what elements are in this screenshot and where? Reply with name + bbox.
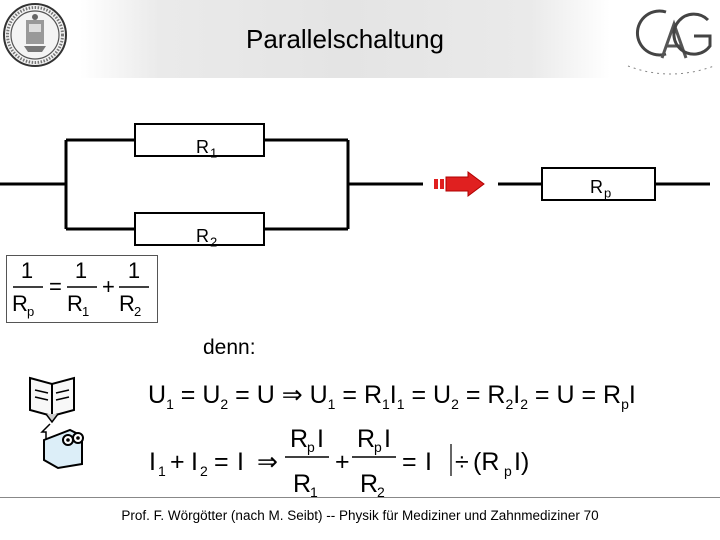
reading-person-icon (29, 376, 84, 470)
svg-text:+: + (102, 274, 115, 299)
svg-text:p: p (504, 463, 512, 479)
r2-label: R2 (196, 226, 219, 250)
svg-text:2: 2 (200, 463, 208, 479)
svg-text:R: R (67, 291, 83, 316)
svg-text:I: I (425, 448, 432, 476)
svg-text:+: + (335, 448, 350, 476)
resistor-r1 (134, 123, 265, 157)
slide-title: Parallelschaltung (245, 24, 444, 54)
svg-text:I: I (317, 425, 324, 453)
university-seal-icon (3, 3, 67, 67)
svg-text:I: I (191, 448, 198, 476)
svg-text:2: 2 (134, 304, 141, 319)
footer-text: Prof. F. Wörgötter (nach M. Seibt) -- Ph… (121, 508, 599, 523)
parallel-formula-box: 1 R p = 1 R 1 + 1 R 2 (6, 255, 158, 323)
parallel-circuit (0, 138, 710, 231)
svg-text:I: I (149, 448, 156, 476)
parallel-formula: 1 R p = 1 R 1 + 1 R 2 (12, 258, 149, 319)
svg-text:1: 1 (75, 258, 87, 283)
svg-text:R: R (360, 470, 378, 498)
svg-text:R: R (290, 425, 308, 453)
svg-text:÷: ÷ (455, 448, 469, 476)
r1-label: R1 (196, 137, 219, 161)
svg-text:I: I (237, 448, 244, 476)
svg-text:I: I (384, 425, 391, 453)
svg-text:1: 1 (21, 258, 33, 283)
equivalence-arrow-icon (434, 171, 485, 197)
equation-voltages: U1 = U2 = U ⇒ U1 = R1I1 = U2 = R2I2 = U … (148, 381, 636, 412)
institute-logo-icon (627, 9, 715, 75)
denn-label: denn: (203, 336, 256, 359)
svg-text:1: 1 (128, 258, 140, 283)
svg-text:R: R (357, 425, 375, 453)
svg-text:p: p (307, 439, 315, 455)
svg-text:1: 1 (158, 463, 166, 479)
svg-text:1: 1 (82, 304, 89, 319)
title-band (80, 0, 610, 78)
svg-text:R: R (293, 470, 311, 498)
resistor-r2 (134, 212, 265, 246)
svg-text:⇒: ⇒ (257, 448, 278, 476)
svg-text:+: + (170, 448, 185, 476)
svg-text:(R: (R (473, 448, 499, 476)
svg-text:p: p (374, 439, 382, 455)
svg-text:=: = (49, 274, 62, 299)
resistor-rp (541, 167, 656, 201)
svg-text:2: 2 (377, 484, 385, 500)
svg-text:=: = (214, 448, 229, 476)
svg-text:1: 1 (310, 484, 318, 500)
svg-text:p: p (27, 304, 34, 319)
footer-divider (0, 497, 720, 498)
svg-text:R: R (12, 291, 28, 316)
svg-text:R: R (119, 291, 135, 316)
rp-label: Rp (590, 177, 613, 201)
svg-text:I): I) (514, 448, 529, 476)
svg-text:=: = (402, 448, 417, 476)
